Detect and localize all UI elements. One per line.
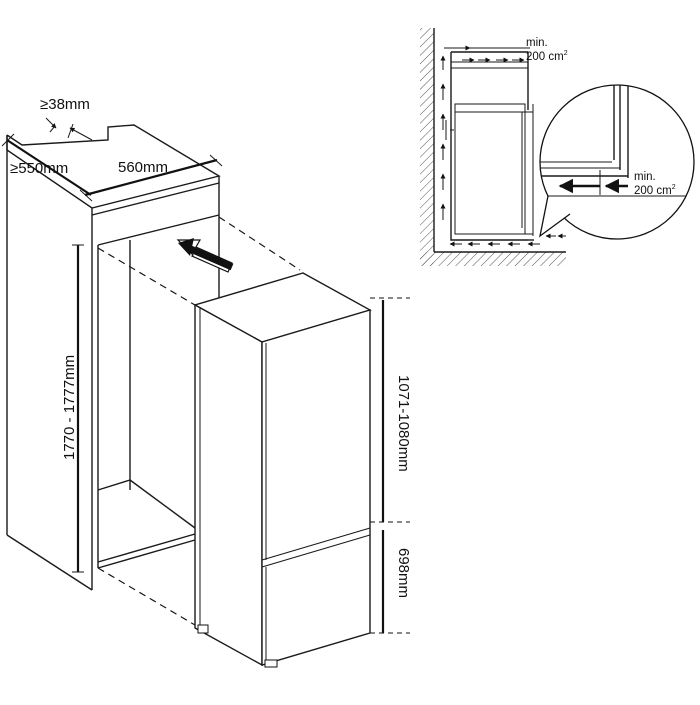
fridge-appliance	[193, 272, 372, 668]
lower-section-label: 698mm	[395, 548, 412, 598]
dimension-upper: 1071-1080mm	[370, 297, 412, 523]
upper-section-label: 1071-1080mm	[395, 375, 412, 472]
insert-arrow	[176, 238, 234, 273]
zoom-detail: min. 200 cm2	[539, 84, 695, 240]
gap-label: ≥38mm	[40, 96, 90, 113]
width-label: 560mm	[118, 159, 168, 176]
dimension-gap: ≥38mm	[40, 96, 93, 141]
height-label: 1770 - 1777mm	[61, 355, 78, 460]
top-vent-area: 200 cm2	[526, 50, 568, 63]
bottom-vent-min: min.	[634, 171, 656, 183]
dimension-width: 560mm	[79, 154, 223, 202]
dimension-height: 1770 - 1777mm	[61, 244, 84, 573]
dimension-depth: ≥550mm	[1, 133, 92, 196]
top-vent-min: min.	[526, 37, 548, 49]
airflow-top-arrows	[440, 45, 530, 220]
dimension-lower: 698mm	[370, 530, 412, 634]
bottom-vent-area: 200 cm2	[634, 184, 676, 197]
airflow-bottom-arrows	[449, 233, 566, 247]
ventilation-section: min. 200 cm2 min. 200 cm2	[420, 28, 695, 266]
cabinet-niche	[6, 124, 301, 626]
depth-label: ≥550mm	[10, 160, 68, 177]
